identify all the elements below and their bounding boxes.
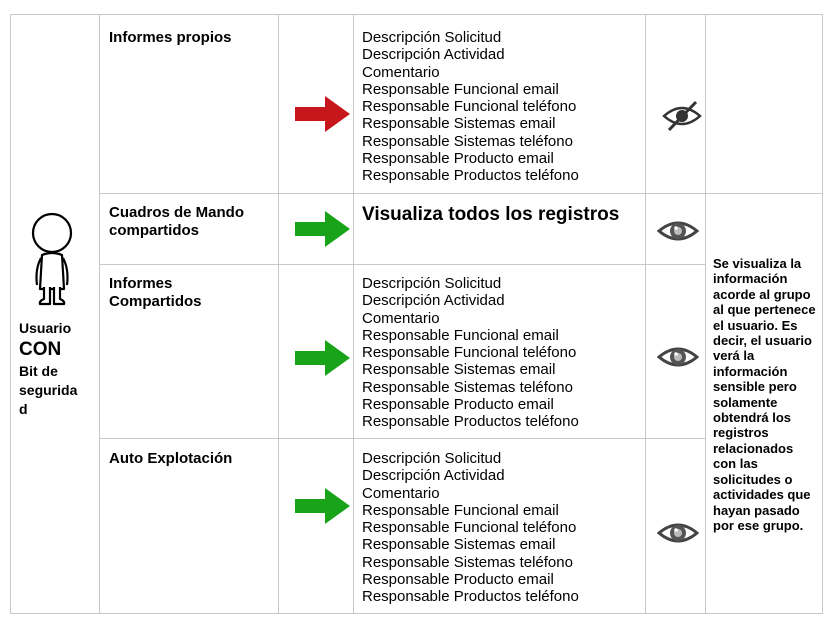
field-item: Responsable Sistemas teléfono <box>362 132 573 150</box>
visualiza-todos-text: Visualiza todos los registros <box>362 204 620 225</box>
field-item: Responsable Productos teléfono <box>362 413 579 431</box>
field-item: Descripción Actividad <box>362 467 505 485</box>
arrow-shape <box>295 340 350 376</box>
row-title-auto-explotacion: Auto Explotación <box>109 450 233 467</box>
field-item: Descripción Actividad <box>362 46 505 64</box>
row-title-informes-compartidos: Informes Compartidos <box>109 275 202 310</box>
field-item: Descripción Solicitud <box>362 275 502 292</box>
user-label-line2: CON <box>19 339 62 360</box>
fields-list: Descripción Solicitud Descripción Activi… <box>362 275 579 431</box>
arrow-right-icon <box>295 488 350 524</box>
field-item: Responsable Productos teléfono <box>362 588 579 606</box>
user-label-line5: d <box>19 401 28 417</box>
field-item: Responsable Funcional teléfono <box>362 519 577 537</box>
field-item: Comentario <box>362 309 440 327</box>
arrow-shape <box>295 96 350 132</box>
field-item: Responsable Producto email <box>362 571 554 589</box>
user-label-line4: segurida <box>19 382 78 398</box>
user-label-line3: Bit de <box>19 363 58 379</box>
eye-icon <box>657 221 699 241</box>
field-item: Responsable Producto email <box>362 396 554 414</box>
field-item: Descripción Solicitud <box>362 450 502 467</box>
user-cell: Usuario CON Bit de segurida d <box>11 15 99 613</box>
person-icon <box>31 212 73 306</box>
field-item: Responsable Sistemas teléfono <box>362 378 573 396</box>
field-item: Responsable Sistemas email <box>362 536 556 554</box>
field-item: Responsable Funcional email <box>362 326 559 344</box>
arrow-shape <box>295 211 350 247</box>
field-item: Responsable Sistemas email <box>362 115 556 133</box>
field-item: Descripción Solicitud <box>362 29 502 46</box>
field-item: Responsable Productos teléfono <box>362 167 579 185</box>
field-item: Comentario <box>362 63 440 81</box>
fields-list: Descripción Solicitud Descripción Activi… <box>362 450 579 606</box>
arrow-right-icon <box>295 211 350 247</box>
field-item: Descripción Actividad <box>362 292 505 310</box>
field-item: Responsable Funcional teléfono <box>362 344 577 362</box>
field-item: Responsable Sistemas teléfono <box>362 553 573 571</box>
eye-icon <box>657 523 699 543</box>
row-title-informes-propios: Informes propios <box>109 29 232 46</box>
field-item: Responsable Funcional email <box>362 80 559 98</box>
eye-crossed-icon <box>662 100 702 132</box>
arrow-cell <box>279 15 353 193</box>
field-item: Responsable Funcional email <box>362 501 559 519</box>
arrow-right-icon <box>295 96 350 132</box>
field-item: Responsable Sistemas email <box>362 361 556 379</box>
field-item: Responsable Producto email <box>362 150 554 168</box>
eye-icon <box>657 347 699 367</box>
row-title-cuadros-de-mando: Cuadros de Mando compartidos <box>109 204 245 239</box>
arrow-right-icon <box>295 340 350 376</box>
visibility-note: Se visualiza la información acorde al gr… <box>713 256 816 533</box>
field-item: Comentario <box>362 484 440 502</box>
user-label-line1: Usuario <box>19 320 72 336</box>
arrow-shape <box>295 488 350 524</box>
field-item: Responsable Funcional teléfono <box>362 98 577 116</box>
fields-list: Descripción Solicitud Descripción Activi… <box>362 29 579 185</box>
